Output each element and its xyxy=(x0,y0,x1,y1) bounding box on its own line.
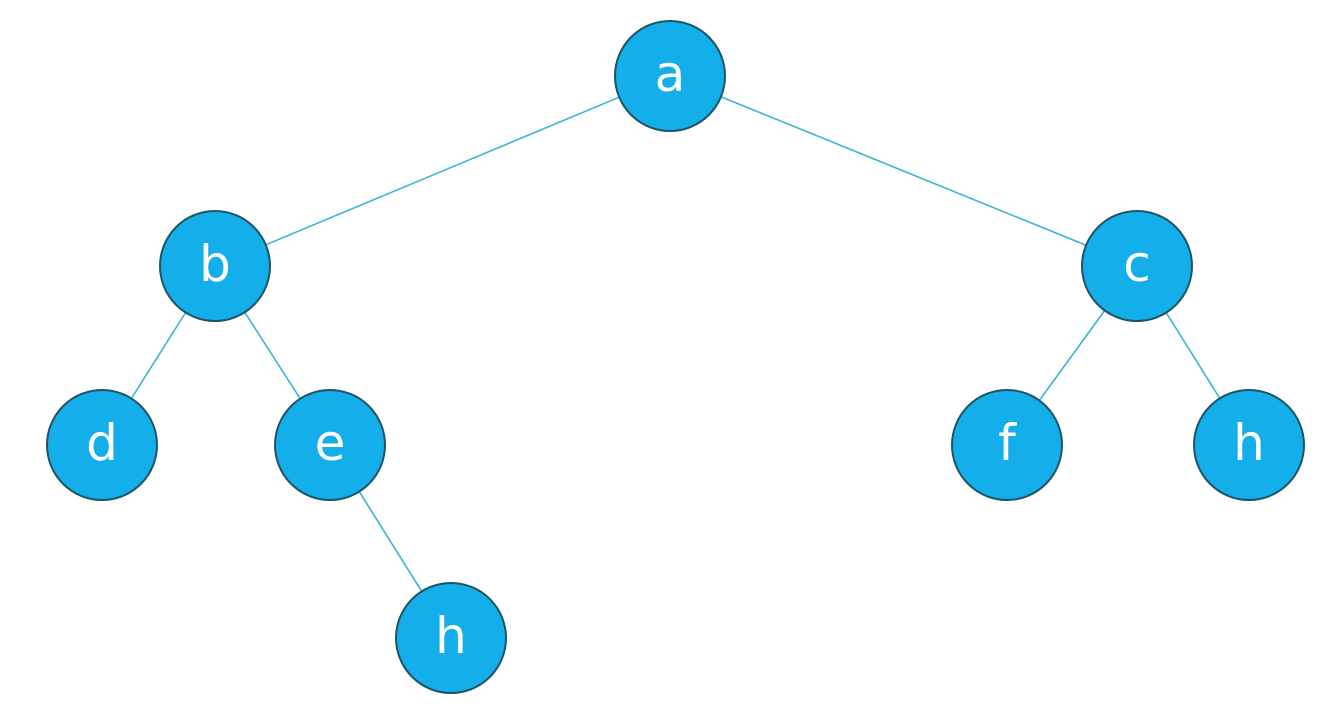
edge-c-h2 xyxy=(1165,312,1221,399)
node-label: e xyxy=(315,414,346,472)
edge-a-b xyxy=(265,96,620,246)
tree-node-e: e xyxy=(274,389,386,501)
node-label: f xyxy=(998,414,1017,472)
tree-edges xyxy=(130,95,1221,592)
node-circle xyxy=(274,389,386,501)
tree-nodes: a b c d e h f h xyxy=(46,20,1305,694)
edge-c-f xyxy=(1038,310,1106,401)
edge-b-d xyxy=(130,312,187,399)
node-circle xyxy=(614,20,726,132)
edge-a-c xyxy=(720,95,1087,247)
tree-node-d: d xyxy=(46,389,158,501)
node-circle xyxy=(46,389,158,501)
node-circle xyxy=(1081,210,1193,322)
edge-e-h1 xyxy=(358,491,423,592)
node-circle xyxy=(951,389,1063,501)
node-circle xyxy=(395,582,507,694)
tree-node-a: a xyxy=(614,20,726,132)
node-circle xyxy=(159,210,271,322)
node-label: a xyxy=(655,45,686,103)
tree-node-h1: h xyxy=(395,582,507,694)
node-circle xyxy=(1193,389,1305,501)
tree-node-h2: h xyxy=(1193,389,1305,501)
node-label: d xyxy=(86,414,118,472)
tree-node-f: f xyxy=(951,389,1063,501)
node-label: h xyxy=(435,607,467,665)
tree-node-c: c xyxy=(1081,210,1193,322)
node-label: h xyxy=(1233,414,1265,472)
tree-node-b: b xyxy=(159,210,271,322)
node-label: c xyxy=(1123,235,1151,293)
edge-b-e xyxy=(244,311,301,400)
node-label: b xyxy=(199,235,231,293)
